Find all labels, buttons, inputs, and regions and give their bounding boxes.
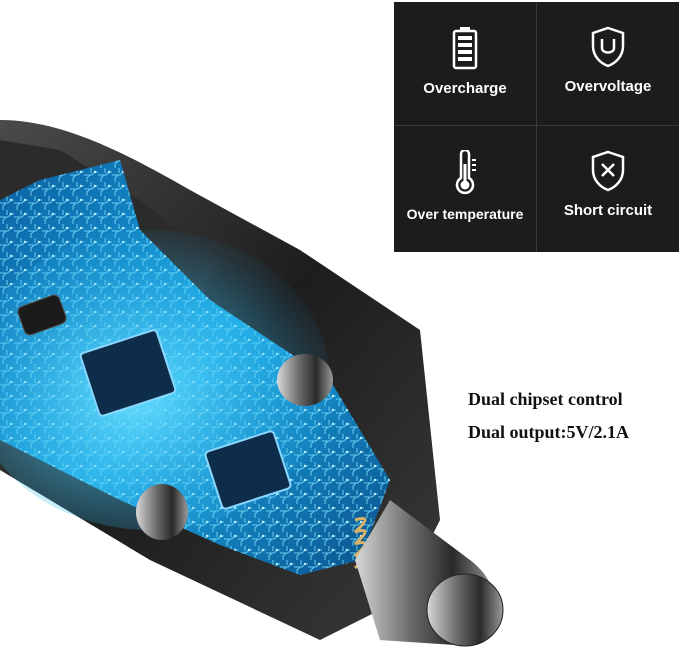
over-temperature-tile: Over temperature [394, 126, 536, 249]
panel-divider-vertical [536, 2, 537, 252]
panel-divider-horizontal [394, 125, 679, 126]
chip-2 [204, 430, 292, 510]
short-circuit-label: Short circuit [563, 202, 653, 219]
short-circuit-tile: Short circuit [537, 126, 679, 249]
over-temperature-label: Over temperature [406, 206, 524, 222]
shield-u-icon [591, 26, 625, 68]
overcharge-label: Overcharge [423, 80, 507, 97]
thermometer-icon [455, 150, 476, 195]
protection-features-panel: Overcharge Overvoltage Over temperature … [394, 2, 679, 252]
feature-dual-output: Dual output:5V/2.1A [468, 422, 630, 442]
feature-dual-chipset: Dual chipset control [468, 389, 623, 409]
overcharge-tile: Overcharge [394, 2, 536, 125]
overvoltage-tile: Overvoltage [537, 2, 679, 125]
shield-x-icon [591, 150, 625, 192]
overvoltage-label: Overvoltage [564, 78, 652, 95]
battery-icon [452, 27, 478, 70]
chip-1 [79, 329, 177, 417]
